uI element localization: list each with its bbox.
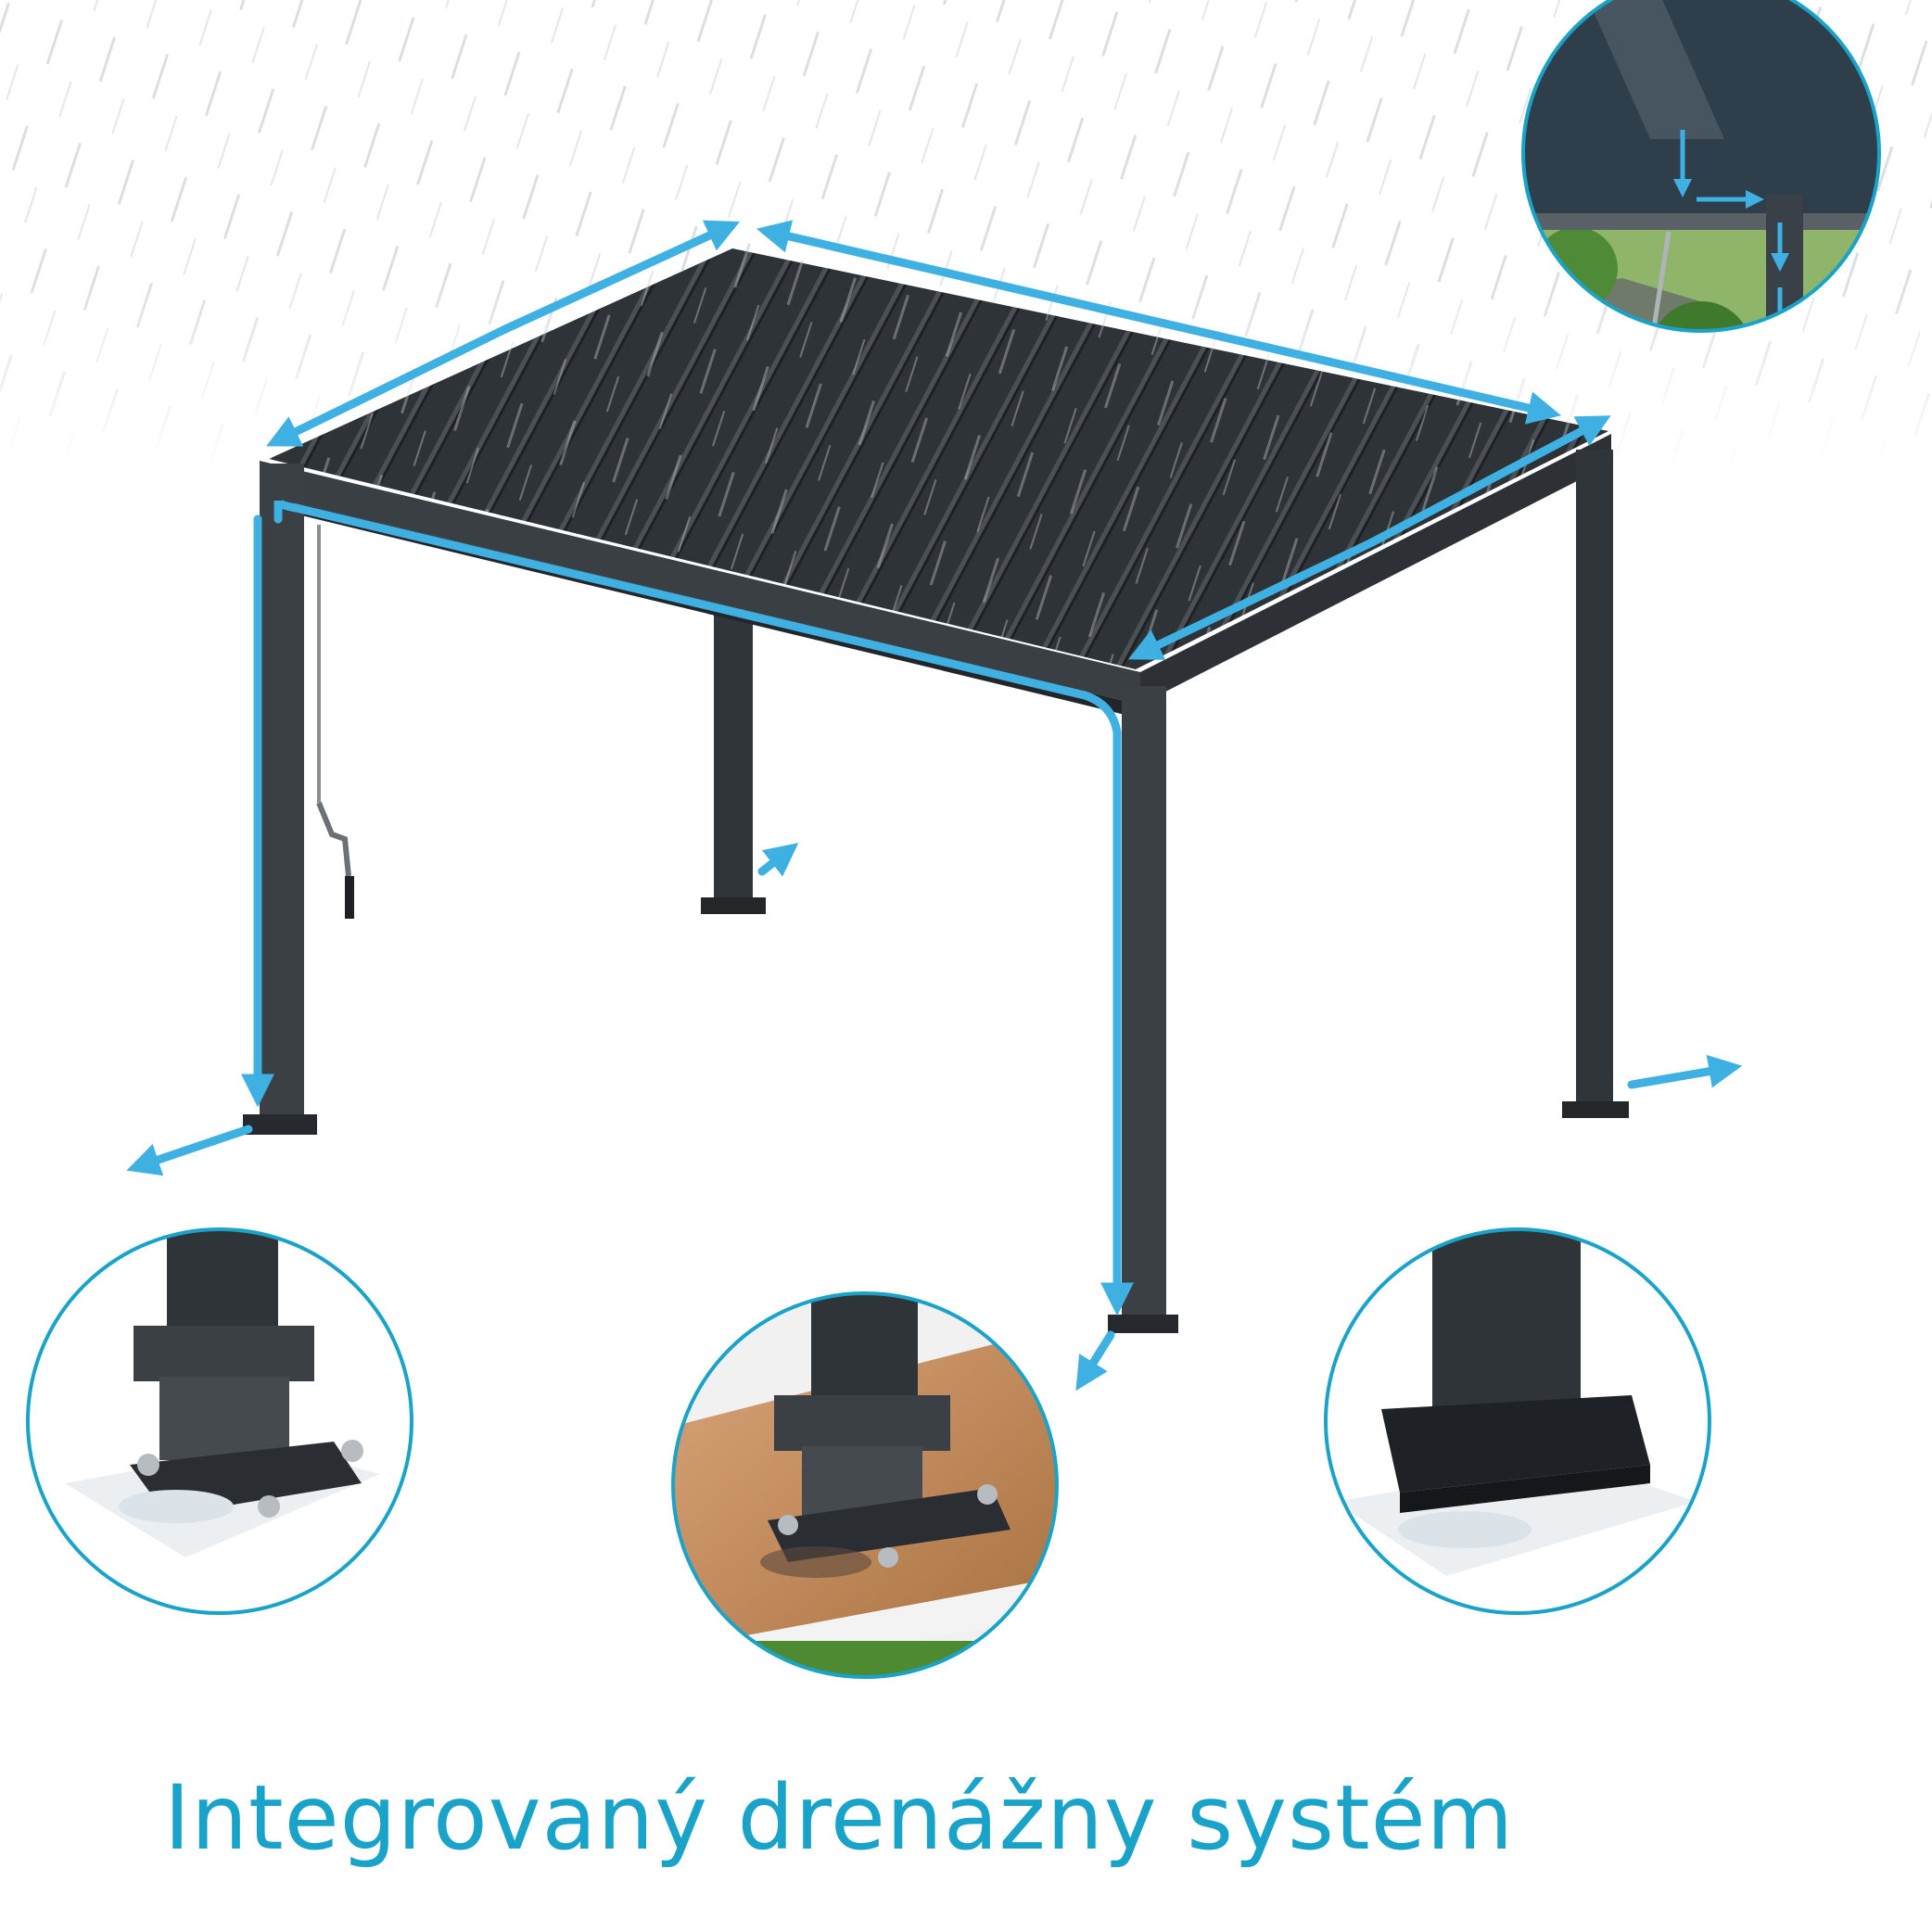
callout-post-base-cover — [1324, 1227, 1711, 1615]
callout-post-base-concrete — [26, 1227, 413, 1615]
water-flow-arrows — [126, 220, 1743, 1392]
caption-title: Integrovaný drenážny systém — [163, 1766, 1515, 1870]
water-puddle-icon — [119, 1490, 234, 1523]
callout-post-base-deck — [671, 1291, 1059, 1679]
pergola-post-back-right — [1562, 450, 1629, 1118]
water-puddle-icon — [760, 1546, 871, 1578]
pergola-post-front-left — [243, 464, 317, 1135]
crank-handle-icon — [316, 525, 354, 919]
pergola-back-posts — [701, 612, 766, 914]
pergola-post-front-right — [1108, 686, 1178, 1333]
water-puddle-icon — [1398, 1511, 1532, 1548]
